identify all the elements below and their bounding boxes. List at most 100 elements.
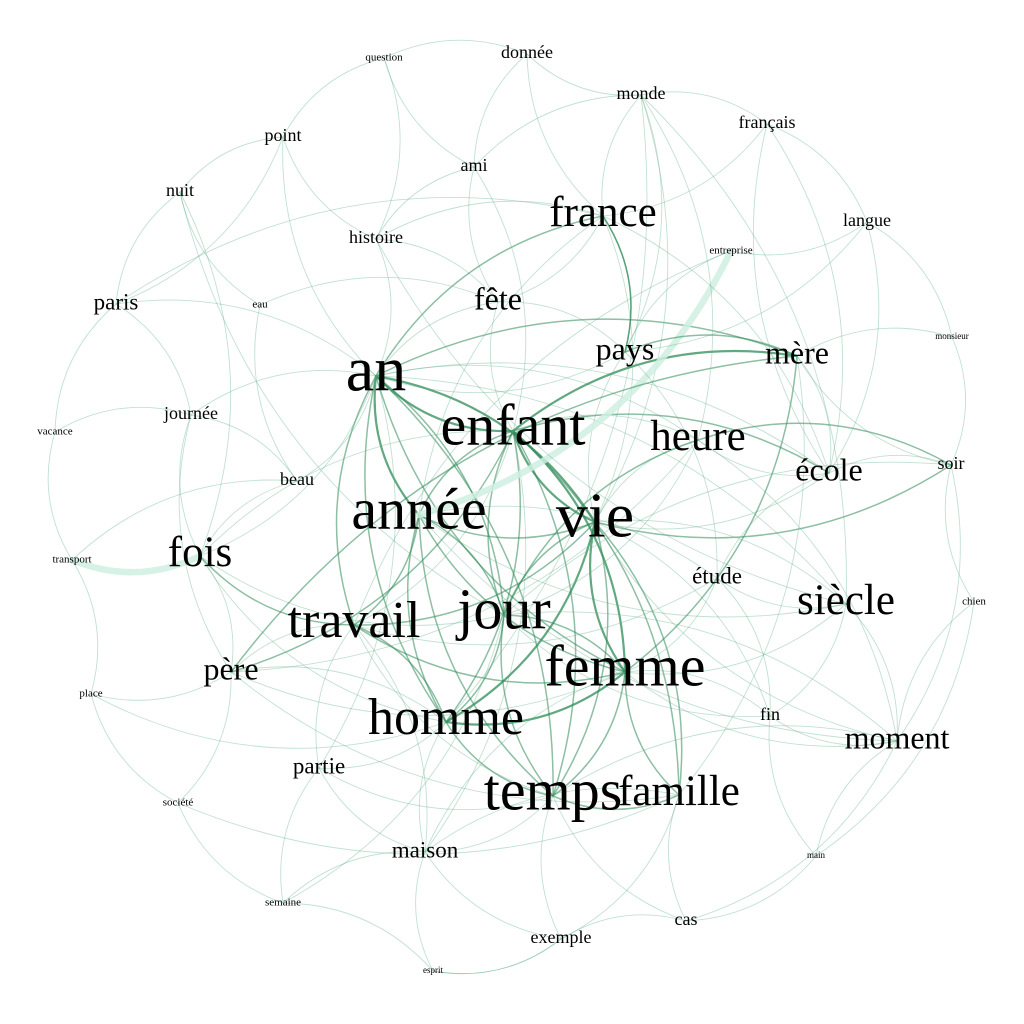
edge-maison-semaine [282, 851, 426, 904]
edge-jour-temps [500, 614, 554, 797]
edge-siecle-moment [845, 603, 898, 742]
edge-temps-famille [552, 794, 680, 811]
edge-fete-histoire [375, 238, 499, 303]
edge-annee-travail [353, 514, 420, 626]
edge-transport-place [71, 559, 99, 695]
edge-enfant-temps [512, 430, 577, 797]
edge-femme-travail [353, 624, 626, 684]
edge-langue-monsieur [866, 221, 953, 338]
edge-temps-cas [552, 795, 687, 922]
edge-jour-soir [503, 461, 952, 616]
edge-france-ecole [602, 215, 830, 474]
edge-mere-soir [796, 355, 952, 466]
edge-fete-eau [259, 276, 499, 306]
edge-heure-soir [697, 422, 952, 466]
edge-vie-temps [552, 521, 609, 797]
edge-france-francais [602, 123, 768, 217]
node-label-partie: partie [293, 753, 345, 778]
edge-travail-fois [199, 555, 355, 626]
edge-homme-place [90, 693, 447, 749]
edge-an-temps [375, 375, 554, 797]
edge-vie-travail [353, 521, 596, 626]
edge-homme-pere [230, 666, 447, 723]
edge-homme-fois [199, 555, 447, 723]
edge-fois-journee [179, 414, 201, 557]
edge-moment-fin [769, 715, 898, 746]
node-label-donnee: donnée [501, 42, 553, 62]
edge-vie-famille [594, 521, 683, 796]
node-label-paris: paris [94, 289, 139, 314]
edge-vie-moment [594, 521, 898, 742]
node-label-esprit: esprit [423, 965, 443, 975]
edge-annee-siecle [418, 514, 847, 618]
edge-fois-beau [199, 480, 298, 557]
node-label-societe: société [163, 797, 194, 809]
node-label-temps: temps [484, 757, 623, 822]
edge-femme-siecle [624, 603, 847, 675]
node-label-travail: travail [288, 592, 421, 649]
node-label-nuit: nuit [166, 180, 194, 200]
node-label-monsieur: monsieur [935, 331, 969, 341]
edge-famille-pere [230, 671, 680, 803]
edge-fin-etude [716, 577, 771, 717]
node-label-place: place [79, 688, 102, 700]
edge-heure-jour [503, 439, 699, 616]
node-label-etude: étude [692, 563, 742, 588]
edge-annee-moment [418, 514, 898, 742]
node-label-moment: moment [845, 719, 950, 755]
node-label-fois: fois [168, 529, 233, 576]
edge-exemple-esprit [432, 938, 562, 975]
edge-moment-main [815, 740, 898, 857]
edge-an-beau [296, 375, 377, 482]
node-label-ecole: école [795, 451, 863, 487]
edge-travail-partie [315, 624, 355, 769]
node-label-main: main [807, 850, 825, 860]
edge-beau-transport [71, 479, 298, 561]
edge-chien-main [815, 601, 975, 857]
edge-femme-homme [444, 670, 627, 726]
edge-langue-entreprise [730, 221, 868, 256]
edge-pays-mere [624, 334, 798, 357]
edge-france-fete [497, 215, 604, 303]
edge-femme-mere [624, 355, 798, 673]
edge-an-jour [375, 375, 505, 616]
node-label-vacance: vacance [37, 426, 73, 438]
edge-jour-fois [199, 555, 505, 626]
edge-moment-cas [685, 740, 898, 922]
edge-fete-ami [468, 166, 499, 303]
edge-enfant-fois [199, 430, 514, 557]
edge-jour-nuit [179, 191, 505, 616]
edge-place-societe [90, 693, 179, 804]
node-label-vie: vie [556, 480, 634, 551]
edge-heure-moment [697, 439, 898, 742]
edge-annee-entreprise [415, 247, 735, 519]
edge-famille-societe [177, 794, 680, 855]
node-label-ami: ami [461, 155, 488, 175]
node-label-fin: fin [760, 704, 780, 724]
edge-cas-main [685, 855, 817, 922]
edge-histoire-ami [375, 166, 475, 240]
edge-femme-temps [552, 671, 626, 797]
edge-vie-soir [594, 464, 952, 539]
edge-ecole-francais [752, 123, 830, 474]
edge-an-ecole [375, 362, 830, 474]
edge-enfant-annee [418, 430, 514, 516]
edge-an-pays [375, 351, 626, 394]
node-label-france: france [549, 189, 656, 236]
edge-vie-ecole [594, 472, 830, 530]
edge-famille-exemple [560, 794, 680, 940]
edge-point-an [282, 136, 377, 377]
edge-an-fete [375, 301, 499, 377]
node-label-heure: heure [650, 413, 746, 460]
node-label-langue: langue [843, 210, 891, 230]
edge-france-paris [115, 196, 604, 305]
edge-partie-maison [318, 767, 426, 853]
node-label-semaine: semaine [265, 897, 301, 909]
edge-entreprise-pays [624, 250, 732, 353]
edge-ecole-soir [828, 454, 952, 474]
node-label-fete: fête [474, 280, 522, 316]
edge-travail-entreprise [353, 250, 732, 626]
edge-etude-femme [624, 577, 718, 673]
edge-point-nuit [179, 136, 284, 193]
